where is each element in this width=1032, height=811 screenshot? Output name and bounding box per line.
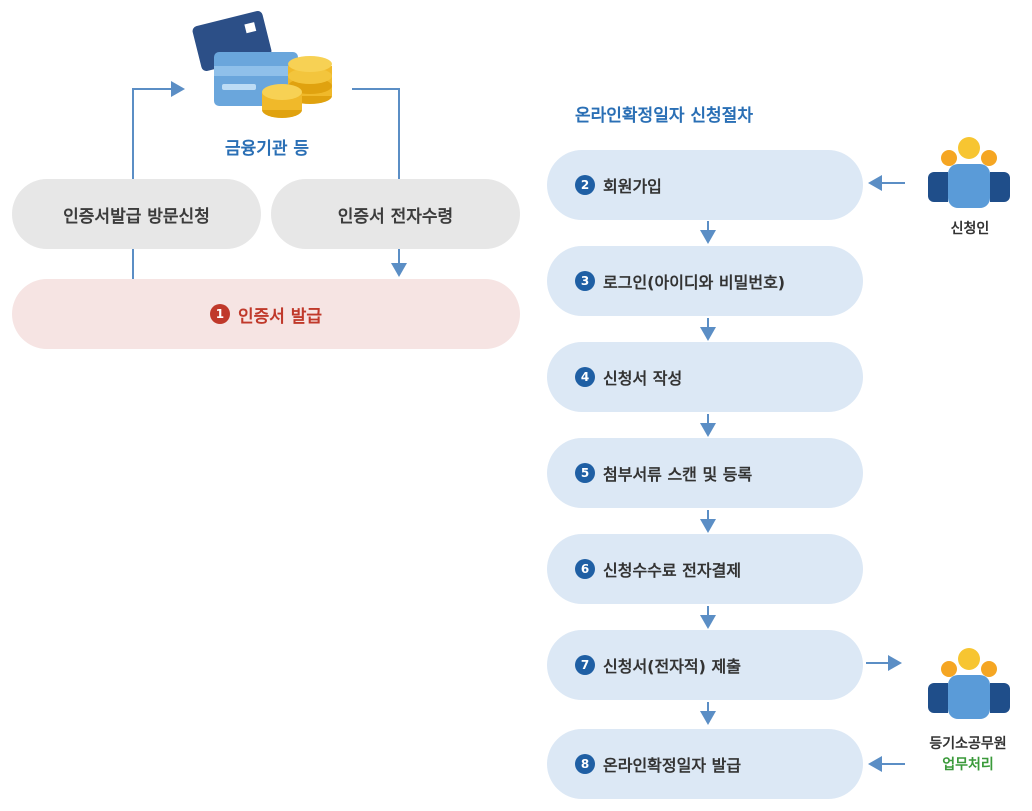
visit-request-pill: 인증서발급 방문신청 (12, 179, 261, 249)
institution-label: 금융기관 등 (224, 139, 310, 159)
certificate-issue-pill: 1 인증서 발급 (12, 279, 520, 349)
step-submit: 7 신청서(전자적) 제출 (547, 630, 863, 700)
step-number-badge: 7 (575, 655, 595, 675)
step-label: 온라인확정일자 발급 (603, 756, 742, 775)
issue-number-badge: 1 (209, 304, 230, 324)
procedure-title: 온라인확정일자 신청절차 (575, 106, 753, 126)
step-label: 신청서 작성 (603, 369, 683, 388)
card-coins-icon (192, 11, 332, 118)
step-payment: 6 신청수수료 전자결제 (547, 534, 863, 604)
applicant-label: 신청인 (950, 221, 990, 237)
step-number-badge: 6 (575, 559, 595, 579)
step-login: 3 로그인(아이디와 비밀번호) (547, 246, 863, 316)
officer-people-icon (928, 648, 1010, 719)
step-number-badge: 3 (575, 271, 595, 291)
step-number-badge: 8 (575, 754, 595, 774)
officer-sub-label: 업무처리 (942, 757, 994, 773)
step-label: 로그인(아이디와 비밀번호) (603, 273, 786, 292)
step-number-badge: 4 (575, 367, 595, 387)
step-number-badge: 5 (575, 463, 595, 483)
step-number-badge: 2 (575, 175, 595, 195)
officer-label: 등기소공무원 (929, 736, 1007, 752)
step-label: 신청서(전자적) 제출 (603, 657, 741, 676)
step-label: 신청수수료 전자결제 (603, 561, 742, 580)
step-join: 2 회원가입 (547, 150, 863, 220)
step-issue-date: 8 온라인확정일자 발급 (547, 729, 863, 799)
step-label: 회원가입 (603, 177, 662, 196)
step-label: 첨부서류 스캔 및 등록 (603, 465, 753, 484)
step-scan-documents: 5 첨부서류 스캔 및 등록 (547, 438, 863, 508)
issue-label: 인증서 발급 (237, 306, 323, 327)
electronic-receive-pill: 인증서 전자수령 (271, 179, 520, 249)
step-write-application: 4 신청서 작성 (547, 342, 863, 412)
applicant-people-icon (928, 137, 1010, 208)
